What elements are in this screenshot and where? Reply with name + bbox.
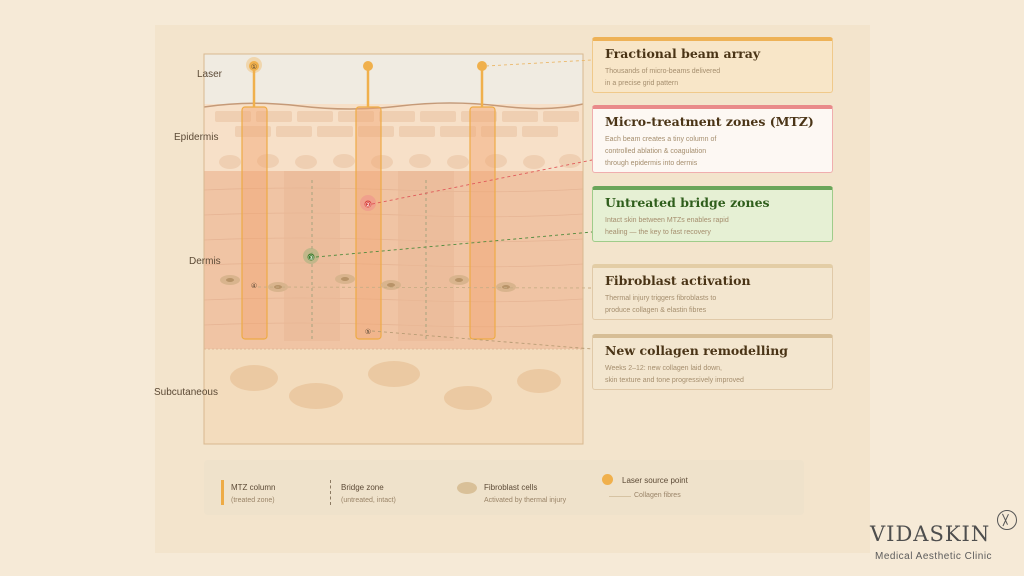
card-title: Untreated bridge zones bbox=[605, 195, 770, 210]
bridge-highlight-dot bbox=[307, 253, 315, 261]
mtz-highlight-dot bbox=[364, 200, 372, 208]
legend-fibro-label: Fibroblast cells bbox=[484, 483, 538, 492]
card-description: Thermal injury triggers fibroblasts to p… bbox=[605, 295, 717, 314]
marker-1: ① bbox=[251, 63, 257, 71]
label-epidermis: Epidermis bbox=[174, 132, 219, 143]
bridge-zone-swatch bbox=[330, 480, 331, 505]
callout-connectors bbox=[257, 59, 593, 350]
label-laser: Laser bbox=[197, 69, 223, 80]
card-new-collagen-remodelling: New collagen remodelling Weeks 2–12: new… bbox=[592, 334, 833, 390]
card-description: Each beam creates a tiny column of contr… bbox=[605, 136, 717, 167]
fibroblast-swatch bbox=[457, 482, 477, 494]
fat-cells bbox=[230, 361, 561, 410]
legend-laser-label: Laser source point bbox=[622, 476, 688, 485]
card-title: Fractional beam array bbox=[605, 46, 761, 61]
skin-surface-line bbox=[203, 102, 584, 110]
legend-bridge-sub: (untreated, intact) bbox=[341, 497, 396, 504]
card-micro-treatment-zones: Micro-treatment zones (MTZ) Each beam cr… bbox=[592, 105, 833, 173]
legend: MTZ column (treated zone) Bridge zone (u… bbox=[204, 460, 804, 515]
card-description: Thousands of micro-beams delivered in a … bbox=[605, 68, 721, 87]
diagram-frame bbox=[203, 53, 584, 445]
label-subcutaneous: Subcutaneous bbox=[154, 387, 218, 398]
marker-4: ④ bbox=[251, 282, 257, 290]
mtz-column-swatch bbox=[221, 480, 224, 505]
brand-tagline: Medical Aesthetic Clinic bbox=[875, 551, 993, 562]
legend-fibro-sub: Activated by thermal injury bbox=[484, 497, 567, 504]
legend-mtz-label: MTZ column bbox=[231, 483, 276, 492]
mtz-column-3 bbox=[469, 106, 496, 340]
legend-collagen-label: Collagen fibres bbox=[634, 492, 681, 499]
card-title: New collagen remodelling bbox=[605, 343, 789, 358]
epidermis-cells bbox=[215, 111, 581, 169]
laser-source-2 bbox=[363, 61, 373, 71]
label-dermis: Dermis bbox=[189, 256, 221, 267]
laser-beams bbox=[252, 66, 484, 107]
mtz-column-1 bbox=[241, 106, 268, 340]
legend-mtz-sub: (treated zone) bbox=[231, 497, 275, 504]
card-title: Micro-treatment zones (MTZ) bbox=[605, 114, 814, 129]
laser-source-1 bbox=[249, 61, 259, 71]
marker-5: ⑤ bbox=[365, 328, 371, 336]
mtz-column-2 bbox=[355, 106, 382, 340]
brand-logo: VIDASKIN bbox=[870, 522, 991, 546]
number-markers: ① ② ③ ④ ⑤ bbox=[251, 63, 371, 336]
legend-bridge-label: Bridge zone bbox=[341, 483, 384, 492]
laser-source-3 bbox=[477, 61, 487, 71]
collagen-swatch bbox=[609, 496, 631, 497]
laser-source-swatch bbox=[602, 474, 613, 485]
marker-3: ③ bbox=[308, 254, 314, 262]
card-untreated-bridge-zones: Untreated bridge zones Intact skin betwe… bbox=[592, 186, 833, 242]
card-description: Intact skin between MTZs enables rapid h… bbox=[605, 217, 729, 236]
card-fibroblast-activation: Fibroblast activation Thermal injury tri… bbox=[592, 264, 833, 320]
card-fractional-beam-array: Fractional beam array Thousands of micro… bbox=[592, 37, 833, 93]
brand-mark-icon bbox=[997, 510, 1017, 530]
marker-2: ② bbox=[365, 201, 371, 209]
card-description: Weeks 2–12: new collagen laid down, skin… bbox=[605, 365, 744, 384]
laser-zone bbox=[204, 54, 583, 106]
card-title: Fibroblast activation bbox=[605, 273, 751, 288]
